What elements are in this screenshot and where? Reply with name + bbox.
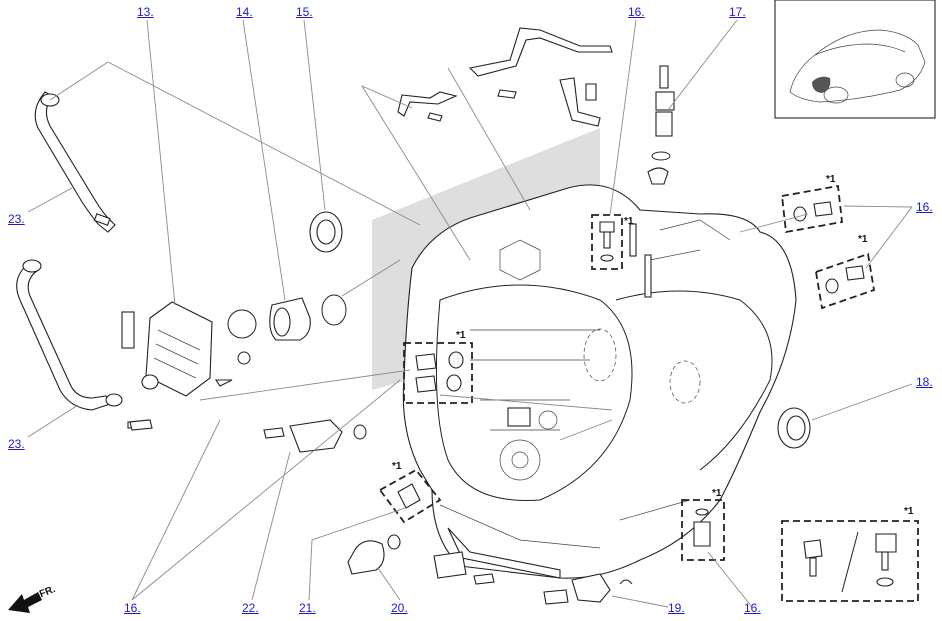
- callout-23-top[interactable]: 23.: [8, 212, 25, 226]
- note-marker: *1: [392, 461, 402, 472]
- callout-22[interactable]: 22.: [242, 601, 259, 615]
- oil-cooler: [121, 301, 233, 429]
- arrow-down-left-icon: [8, 592, 42, 613]
- callout-17[interactable]: 17.: [729, 5, 746, 19]
- inset-vehicle-view: [774, 0, 936, 119]
- oil-cooler-hoses: [16, 91, 123, 411]
- vehicle-speed-sensor: [647, 65, 675, 185]
- callout-16-right[interactable]: 16.: [916, 200, 933, 214]
- oil-filter-parts: [227, 211, 347, 365]
- callout-16-bottom-right[interactable]: 16.: [744, 601, 761, 615]
- callout-21[interactable]: 21.: [299, 601, 316, 615]
- top-brackets: [397, 27, 613, 127]
- callout-14[interactable]: 14.: [236, 5, 253, 19]
- note-marker: *1: [858, 234, 868, 245]
- callout-23-bottom[interactable]: 23.: [8, 437, 25, 451]
- note-marker: *1: [826, 174, 836, 185]
- note-marker: *1: [712, 488, 722, 499]
- callout-19[interactable]: 19.: [668, 601, 685, 615]
- lower-sensors: [129, 419, 633, 605]
- note-marker: *1: [456, 330, 466, 341]
- leader-lines: [27, 19, 913, 608]
- note-marker: *1: [904, 506, 914, 517]
- callout-20[interactable]: 20.: [391, 601, 408, 615]
- note-marker: *1: [624, 216, 634, 227]
- callout-18[interactable]: 18.: [916, 375, 933, 389]
- callout-15[interactable]: 15.: [296, 5, 313, 19]
- callout-13[interactable]: 13.: [137, 5, 154, 19]
- transaxle-housing: [372, 128, 797, 579]
- detail-boxes: [378, 184, 919, 602]
- oil-seal-right: [777, 407, 811, 449]
- callout-16-bottom-left[interactable]: 16.: [124, 601, 141, 615]
- callout-16-top[interactable]: 16.: [628, 5, 645, 19]
